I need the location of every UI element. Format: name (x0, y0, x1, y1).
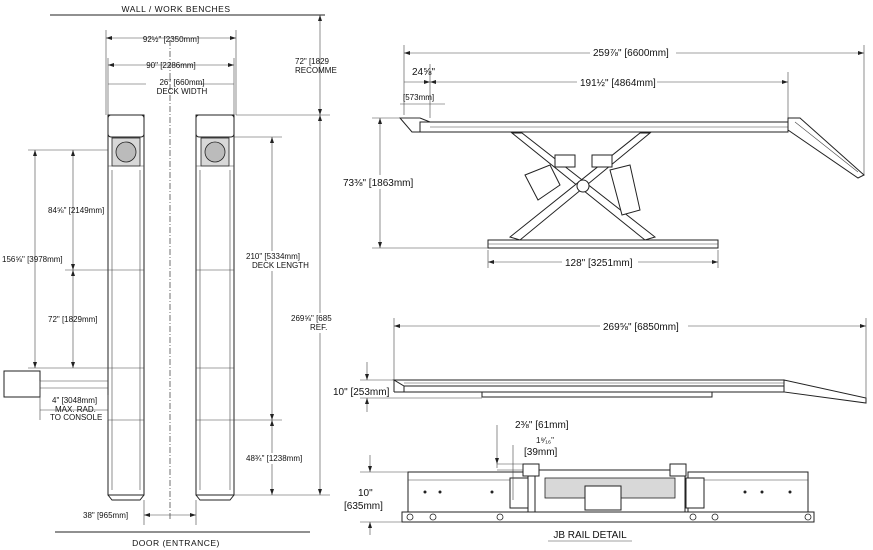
elev-base-dim: 128" [3251mm] (565, 258, 633, 269)
overall-ref-dim: 269⅝" [685 (291, 314, 332, 323)
console-box (3, 370, 41, 398)
deck-width-dim: 26" [660mm] (159, 78, 204, 87)
lift-length-dim: 156⅝" [3978mm] (2, 255, 63, 264)
console-text-1: MAX. RAD. (55, 405, 96, 414)
rail-detail-title: JB RAIL DETAIL (553, 530, 627, 541)
elev-height-dim: 73⅜" [1863mm] (343, 178, 413, 189)
console-dim: 4" [3048mm] (52, 396, 97, 405)
rail-height-mm: [635mm] (344, 501, 383, 512)
wall-clearance-text: RECOMME (295, 66, 337, 75)
wall-label: WALL / WORK BENCHES (122, 4, 231, 14)
lift-a-dim: 84⅝" [2149mm] (48, 206, 104, 215)
elev-overall-dim: 259⅞" [6600mm] (593, 48, 669, 59)
door-label: DOOR (ENTRANCE) (132, 538, 220, 548)
lowered-elevation: 269⅝" [6850mm] 10" [253mm] (333, 318, 867, 412)
rail-dim-b1: 1⁹⁄₁₆" (536, 436, 554, 445)
outer-width-dim: 92½" [2350mm] (143, 35, 199, 44)
runway-right (195, 114, 235, 501)
elev-deck-dim: 191½" [4864mm] (580, 78, 656, 89)
elev-ramp-mm: [573mm] (403, 93, 434, 102)
overall-ref-text: REF. (310, 323, 327, 332)
rail-dim-a: 2⅜" [61mm] (515, 420, 569, 431)
inner-width-dim: 90" [2286mm] (146, 61, 196, 70)
jb-rail-detail: 10" [635mm] 2⅜" [61mm] 1⁹⁄₁₆" [39mm] JB … (344, 420, 815, 542)
runway-left (107, 114, 145, 501)
deck-length-dim: 210" [5334mm] (246, 252, 300, 261)
deck-width-text: DECK WIDTH (157, 87, 208, 96)
door-clearance-dim: 38" [965mm] (83, 511, 128, 520)
scissor-mechanism (508, 132, 657, 241)
ramp-length-dim: 48¾" [1238mm] (246, 454, 302, 463)
rail-dim-b2: [39mm] (524, 447, 558, 458)
low-overall-dim: 269⅝" [6850mm] (603, 322, 679, 333)
wall-clearance-dim: 72" [1829 (295, 57, 330, 66)
lift-c-dim: 72" [1829mm] (48, 315, 98, 324)
plan-view: WALL / WORK BENCHES DOOR (ENTRANCE) 92½"… (2, 4, 337, 548)
console-text-2: TO CONSOLE (50, 413, 102, 422)
elev-ramp-dim: 24⅝" (412, 67, 435, 78)
low-height-dim: 10" [253mm] (333, 387, 390, 398)
rail-height-dim: 10" (358, 488, 373, 499)
deck-length-text: DECK LENGTH (252, 261, 309, 270)
raised-elevation: 259⅞" [6600mm] 24⅝" [573mm] 191½" [4864m… (340, 45, 865, 269)
